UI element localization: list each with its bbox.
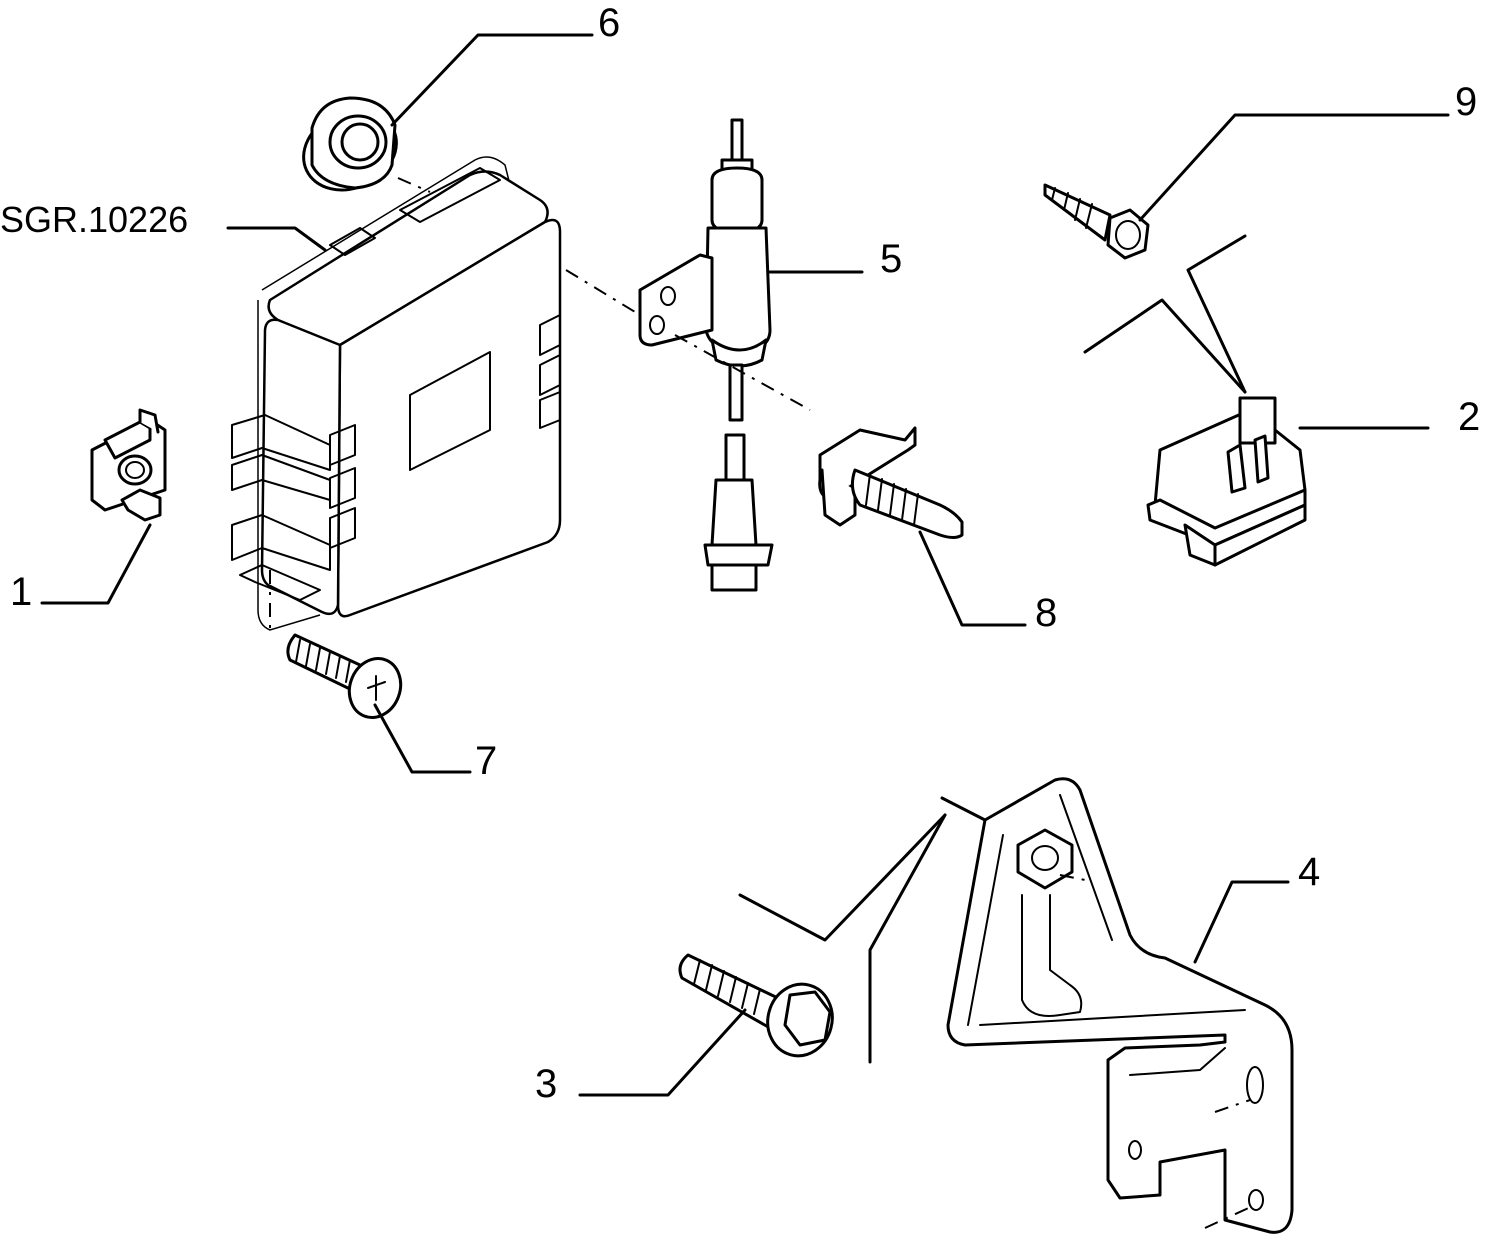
callout-1: 1 <box>10 570 32 614</box>
part-9-tapping-screw <box>1043 183 1150 260</box>
callout-3: 3 <box>535 1062 557 1106</box>
part-6-flange-nut <box>302 96 398 192</box>
part-3-flange-bolt <box>678 953 834 1058</box>
callout-7: 7 <box>475 739 497 783</box>
part-8-connector-bolt <box>818 426 964 539</box>
callout-2: 2 <box>1458 395 1480 439</box>
part-4-mounting-bracket <box>946 777 1294 1234</box>
reference-code: SGR.10226 <box>0 199 188 240</box>
leader-lines <box>40 33 1450 1097</box>
callout-8: 8 <box>1035 591 1057 635</box>
part-2-relay <box>1146 396 1307 567</box>
callout-9: 9 <box>1455 80 1477 124</box>
part-7-pan-head-screw <box>286 633 403 719</box>
callout-5: 5 <box>880 237 902 281</box>
part-5-sensor <box>638 118 774 592</box>
part-1-clip-nut <box>90 408 167 522</box>
callout-4: 4 <box>1298 850 1320 894</box>
control-unit-ecu <box>231 156 562 631</box>
callout-6: 6 <box>598 1 620 45</box>
